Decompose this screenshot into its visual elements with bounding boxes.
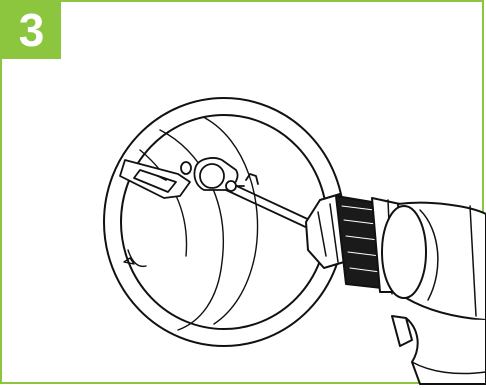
cordless-drill <box>305 193 486 385</box>
damper-blade <box>119 159 191 199</box>
screwdriver-bit <box>225 180 315 231</box>
shaft-with-coupling <box>180 157 259 191</box>
duct-interior <box>123 117 259 331</box>
step-number-badge: 3 <box>2 2 61 59</box>
